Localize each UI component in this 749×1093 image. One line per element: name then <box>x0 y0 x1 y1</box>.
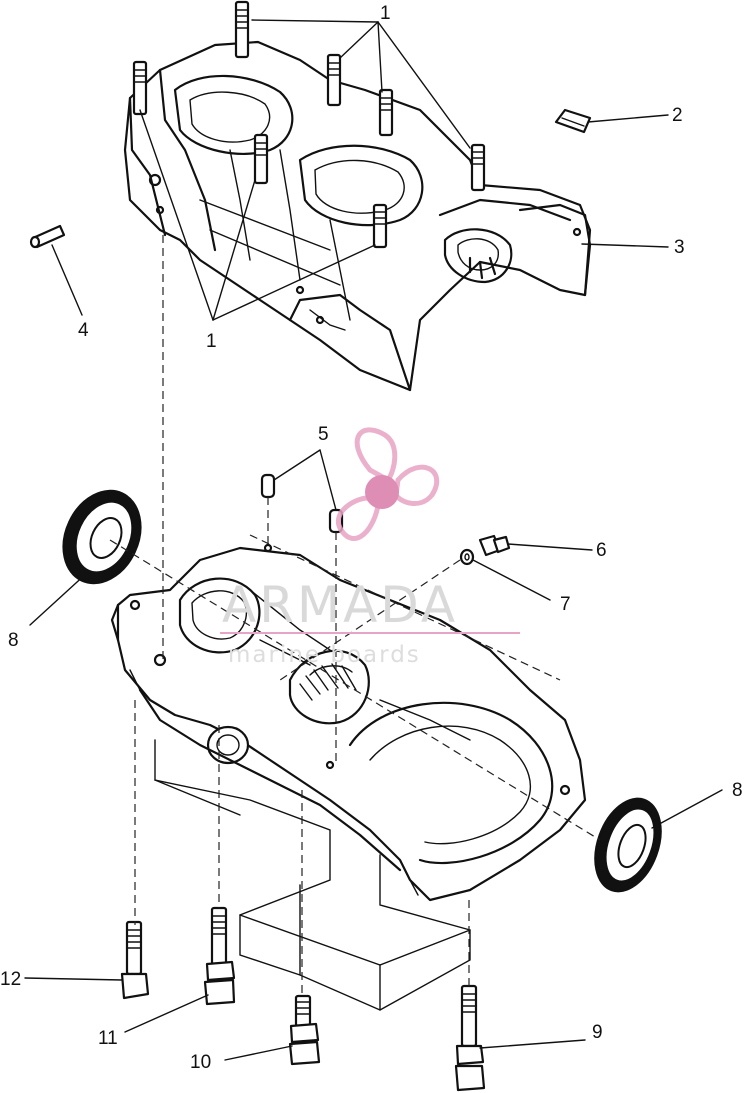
drain-bolt <box>478 534 511 557</box>
callout-6: 6 <box>596 540 607 561</box>
stud <box>470 143 486 192</box>
watermark-brand: ARMADA <box>222 576 458 634</box>
oil-seal-left <box>62 489 142 585</box>
stud <box>253 133 269 185</box>
lower-crankcase <box>110 543 587 902</box>
callout-3: 3 <box>674 237 685 258</box>
callout-10: 10 <box>190 1052 211 1073</box>
watermark: ARMADA marine boards <box>220 427 520 668</box>
callout-labels: 1 1 2 3 4 5 6 7 8 8 9 10 11 12 <box>0 3 743 1073</box>
callout-12: 12 <box>0 969 21 990</box>
dowel-pin <box>29 224 66 249</box>
stud <box>132 60 148 116</box>
callout-2: 2 <box>672 105 683 126</box>
stud <box>326 53 342 107</box>
case-bolt-9 <box>454 984 486 1092</box>
callout-1-bottom: 1 <box>206 331 217 352</box>
callout-9: 9 <box>592 1022 603 1043</box>
retaining-clip <box>554 108 592 134</box>
cylinder-studs <box>132 0 486 249</box>
locating-dowels <box>260 473 344 534</box>
case-bolt-11 <box>203 906 236 1006</box>
callout-8-right: 8 <box>732 780 743 801</box>
stud <box>234 0 250 59</box>
stud <box>378 88 394 137</box>
stud <box>372 203 388 249</box>
case-bolt-10 <box>288 994 321 1066</box>
callout-1-top: 1 <box>380 3 391 24</box>
callout-7: 7 <box>560 594 571 615</box>
callout-11: 11 <box>98 1028 118 1049</box>
callout-8-left: 8 <box>8 630 19 651</box>
phantom-outline <box>154 739 471 1011</box>
oil-seal-right <box>594 797 662 893</box>
case-bolt-12 <box>120 920 150 1000</box>
sealing-washer <box>459 548 475 566</box>
propeller-logo-icon <box>335 427 440 541</box>
callout-5: 5 <box>318 424 329 445</box>
upper-crankcase <box>123 40 592 392</box>
alignment-lines <box>109 235 601 996</box>
leader-lines <box>24 19 723 1061</box>
watermark-tagline: marine boards <box>228 642 421 668</box>
callout-4: 4 <box>78 320 89 341</box>
